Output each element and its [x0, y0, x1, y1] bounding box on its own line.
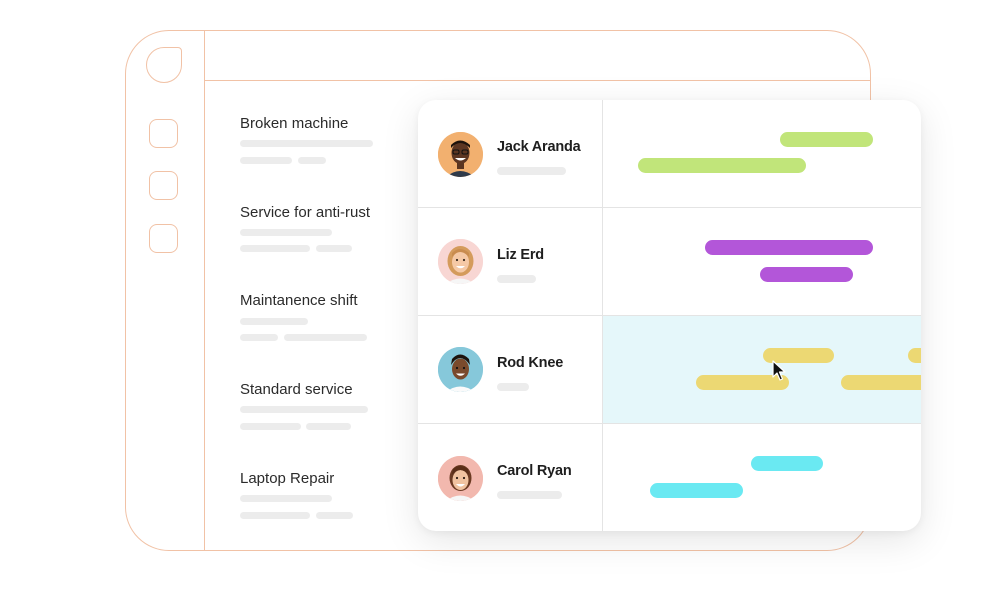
highlighted-row-background	[603, 316, 921, 423]
avatar[interactable]	[438, 132, 483, 177]
placeholder-line	[316, 512, 353, 519]
placeholder-line	[240, 245, 310, 252]
avatar[interactable]	[438, 239, 483, 284]
sidebar-nav-icon-3[interactable]	[149, 224, 178, 253]
placeholder-line	[240, 334, 278, 341]
placeholder-line	[240, 406, 368, 413]
schedule-bar[interactable]	[650, 483, 743, 498]
placeholder-line	[240, 318, 308, 325]
person-name: Carol Ryan	[497, 463, 572, 479]
placeholder-line	[497, 383, 529, 391]
task-label: Service for anti-rust	[240, 204, 371, 221]
placeholder-line	[298, 157, 326, 164]
task-label: Standard service	[240, 381, 353, 398]
placeholder-line	[240, 140, 373, 147]
task-label: Broken machine	[240, 115, 349, 132]
task-item[interactable]: Broken machine	[240, 115, 385, 132]
row-divider	[418, 315, 921, 316]
placeholder-line	[497, 167, 566, 175]
schedule-bar[interactable]	[763, 348, 834, 363]
placeholder-line	[240, 423, 301, 430]
placeholder-line	[240, 157, 292, 164]
placeholder-line	[240, 512, 310, 519]
row-divider	[418, 207, 921, 208]
placeholder-line	[497, 491, 562, 499]
sidebar-nav-icon-2[interactable]	[149, 171, 178, 200]
placeholder-line	[284, 334, 367, 341]
mouse-pointer-icon	[772, 360, 786, 381]
task-label: Laptop Repair	[240, 470, 335, 487]
task-label: Maintanence shift	[240, 292, 358, 309]
schedule-bar[interactable]	[780, 132, 873, 147]
sidebar-nav-icon-1[interactable]	[149, 119, 178, 148]
header-divider	[204, 80, 870, 81]
task-item[interactable]: Laptop Repair	[240, 470, 385, 487]
task-item[interactable]: Service for anti-rust	[240, 204, 385, 221]
task-item[interactable]: Standard service	[240, 381, 385, 398]
placeholder-line	[240, 229, 332, 236]
placeholder-line	[240, 495, 332, 502]
person-name: Liz Erd	[497, 247, 544, 263]
task-item[interactable]: Maintanence shift	[240, 292, 385, 309]
placeholder-line	[306, 423, 351, 430]
avatar[interactable]	[438, 347, 483, 392]
person-name: Jack Aranda	[497, 139, 581, 155]
placeholder-line	[497, 275, 536, 283]
schedule-bar[interactable]	[908, 348, 921, 363]
schedule-bar[interactable]	[696, 375, 789, 390]
schedule-card: Jack Aranda Liz Erd Rod Knee	[418, 100, 921, 531]
avatar[interactable]	[438, 456, 483, 501]
person-name: Rod Knee	[497, 355, 564, 371]
row-divider	[418, 423, 921, 424]
schedule-bar[interactable]	[751, 456, 823, 471]
logo-icon	[146, 47, 182, 83]
schedule-bar[interactable]	[638, 158, 806, 173]
schedule-bar[interactable]	[841, 375, 921, 390]
sidebar-divider	[204, 30, 205, 551]
schedule-bar[interactable]	[705, 240, 873, 255]
placeholder-line	[316, 245, 352, 252]
schedule-bar[interactable]	[760, 267, 853, 282]
